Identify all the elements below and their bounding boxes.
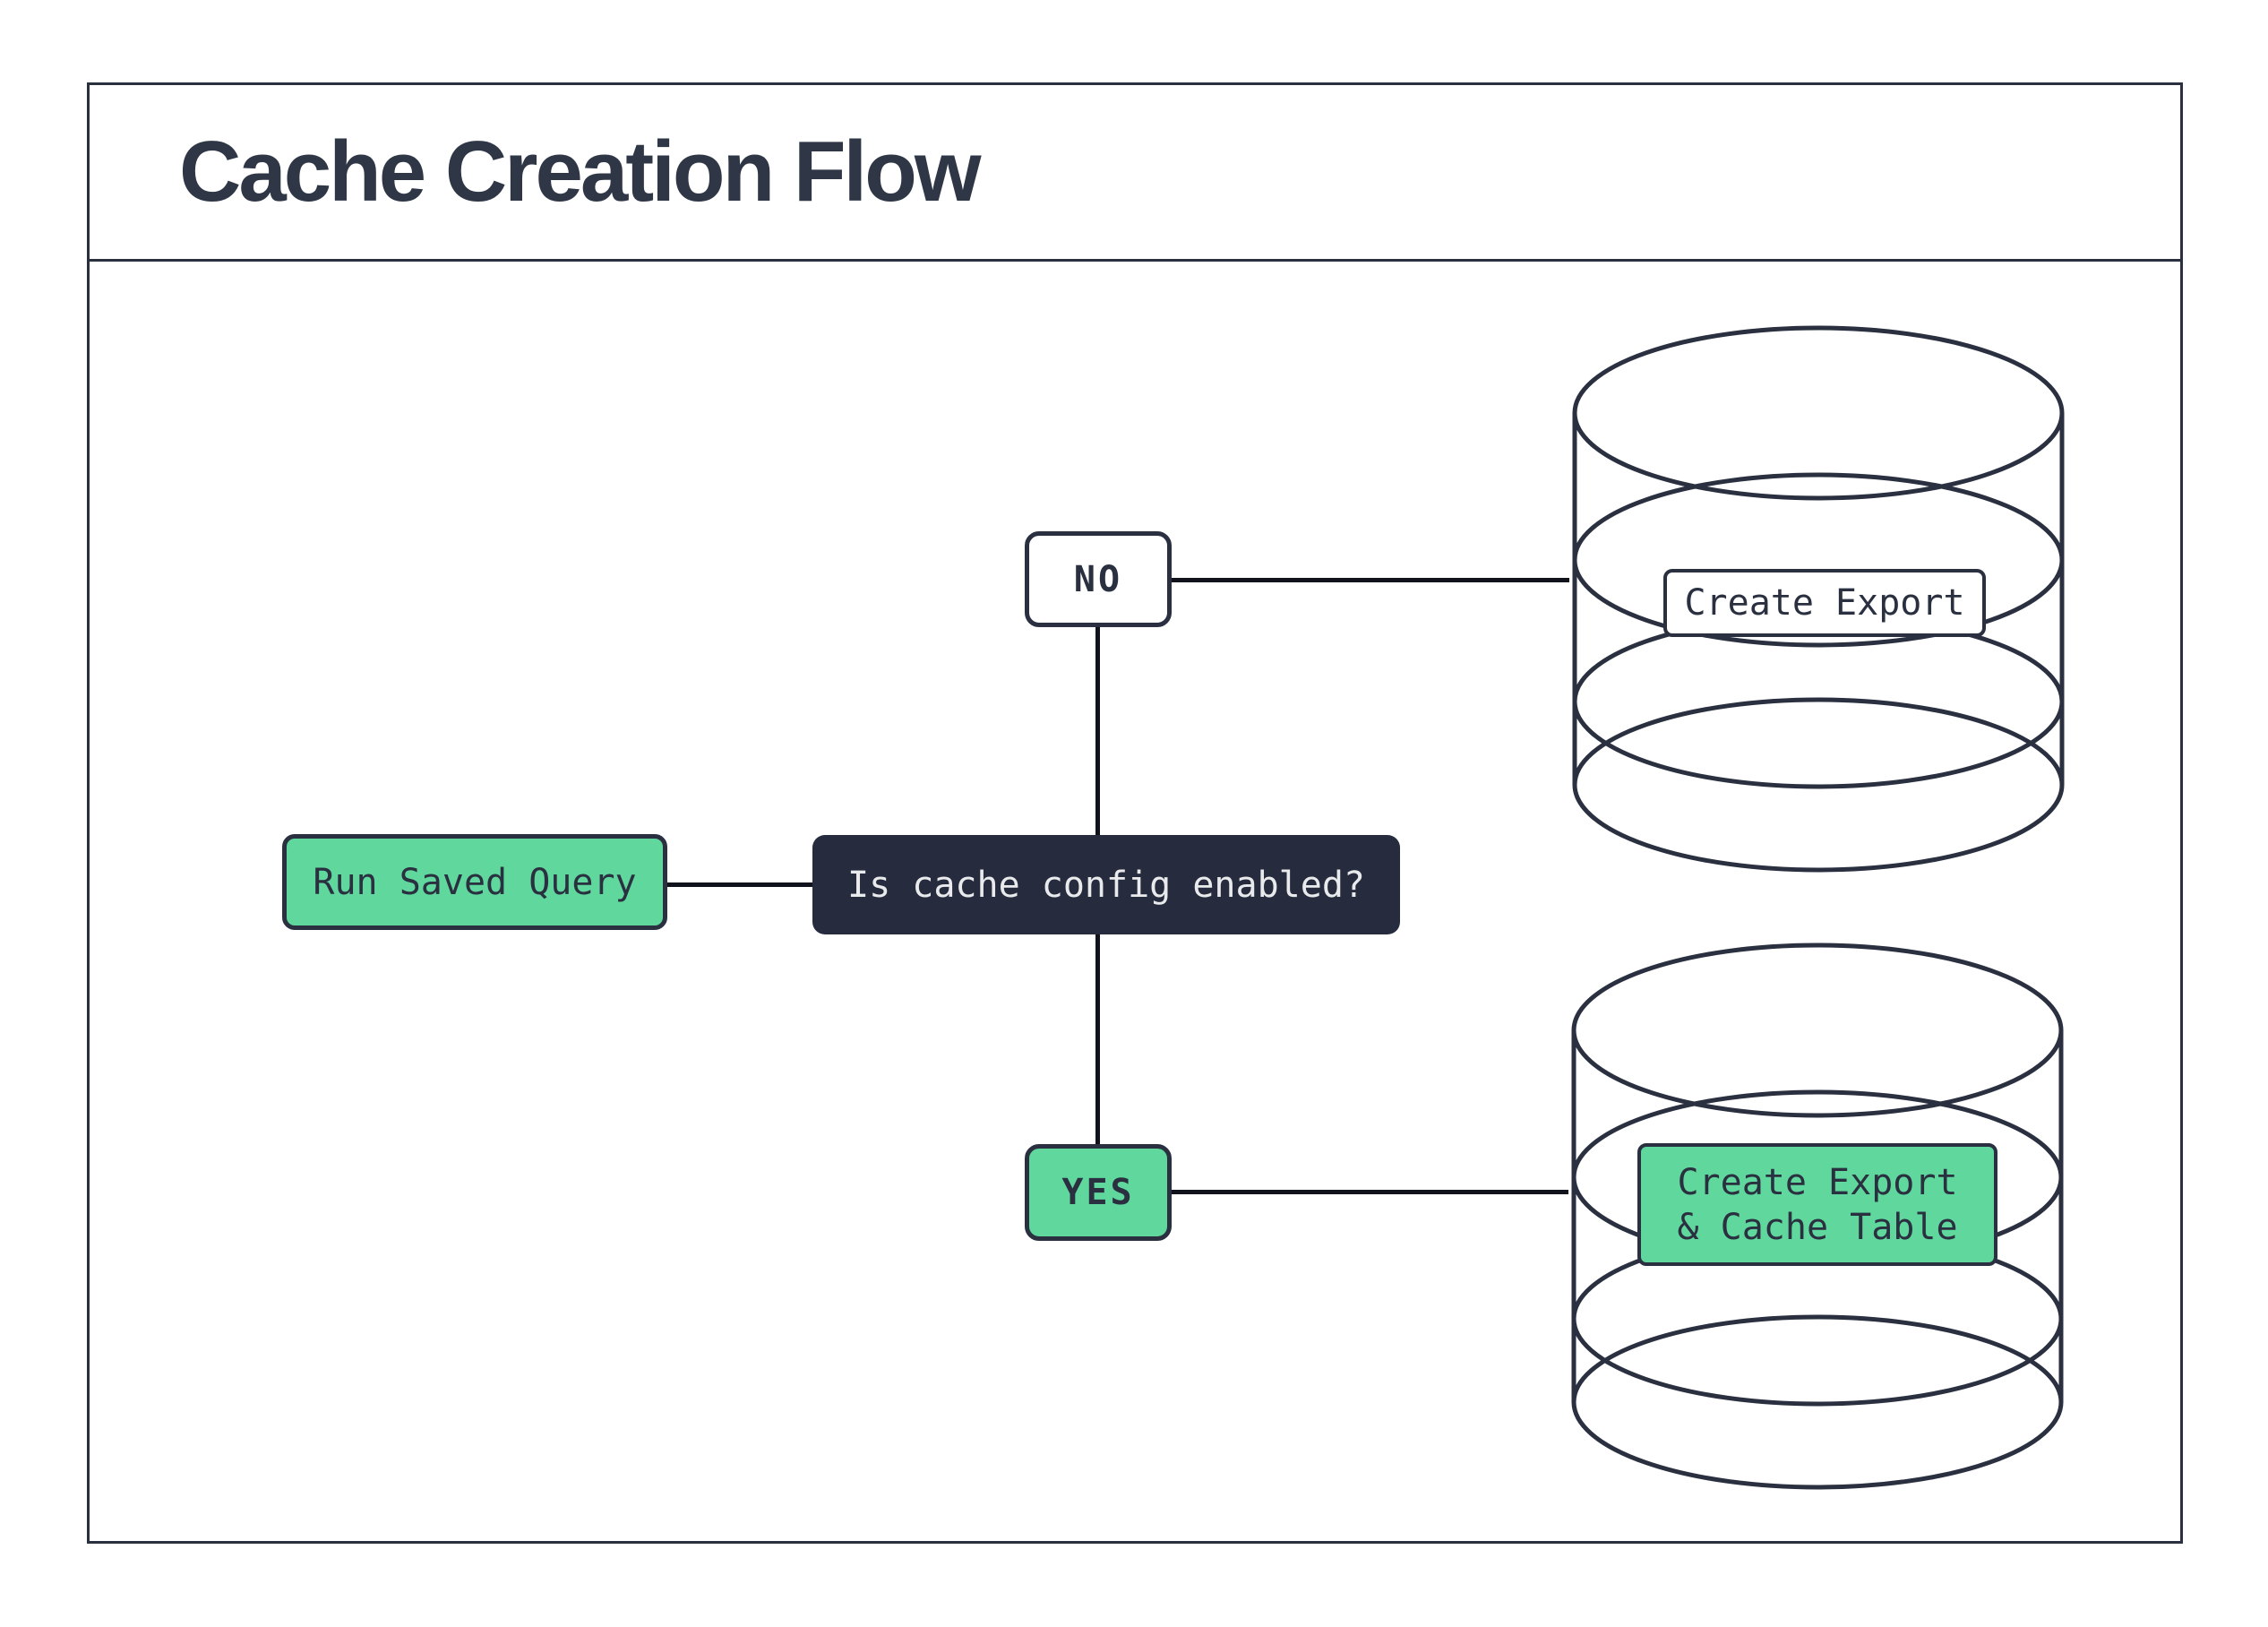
node-create-export: Create Export [1663, 569, 1986, 637]
node-label: Is cache config enabled? [847, 864, 1365, 906]
node-label: Run Saved Query [313, 861, 637, 903]
node-cache-config-decision: Is cache config enabled? [812, 835, 1400, 934]
node-label: YES [1061, 1172, 1135, 1213]
connector-line [1172, 1190, 1568, 1194]
connector-line [667, 882, 812, 887]
node-label: Create Export [1684, 582, 1965, 624]
database-icon [1569, 324, 2067, 874]
node-run-saved-query: Run Saved Query [282, 834, 667, 930]
diagram-header: Cache Creation Flow [90, 85, 2180, 262]
page-title: Cache Creation Flow [179, 124, 981, 220]
node-create-export-cache-table: Create Export & Cache Table [1637, 1143, 1997, 1266]
node-no-branch: NO [1025, 531, 1172, 627]
connector-line [1172, 578, 1569, 582]
node-yes-branch: YES [1025, 1144, 1172, 1241]
connector-line [1095, 627, 1100, 835]
node-label: NO [1073, 558, 1123, 600]
database-icon [1568, 942, 2066, 1491]
node-label-line2: & Cache Table [1677, 1206, 1958, 1248]
connector-line [1095, 934, 1100, 1144]
node-label-line1: Create Export [1677, 1161, 1958, 1203]
